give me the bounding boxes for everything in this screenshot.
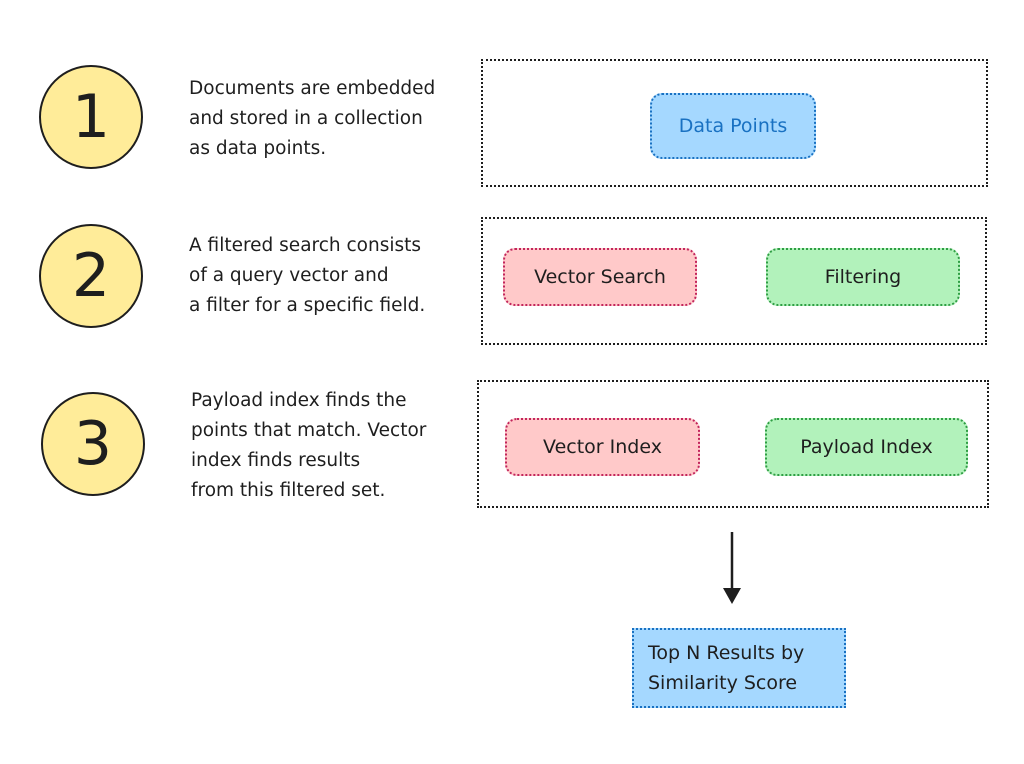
- data-points-box: Data Points: [650, 93, 816, 159]
- step-2-number: 2: [71, 241, 111, 311]
- results-line-2: Similarity Score: [648, 672, 798, 694]
- step-3-circle: 3: [41, 392, 145, 496]
- step-1-description: Documents are embedded and stored in a c…: [189, 74, 435, 164]
- step-3-number: 3: [73, 409, 113, 479]
- step-1-circle: 1: [39, 65, 143, 169]
- step-2-description: A filtered search consists of a query ve…: [189, 231, 425, 321]
- vector-index-box: Vector Index: [505, 418, 700, 476]
- step-1-line-2: and stored in a collection: [189, 108, 423, 129]
- step-3-line-2: points that match. Vector: [191, 420, 427, 441]
- step-3-line-4: from this filtered set.: [191, 480, 386, 501]
- stage-2-frame: [481, 217, 987, 345]
- vector-search-box: Vector Search: [503, 248, 697, 306]
- results-line-1: Top N Results by: [648, 642, 805, 664]
- step-2-line-1: A filtered search consists: [189, 235, 422, 256]
- step-1-line-3: as data points.: [189, 138, 327, 159]
- step-2-line-2: of a query vector and: [189, 265, 389, 286]
- step-3-description: Payload index finds the points that matc…: [191, 386, 426, 506]
- stage-1-frame: [481, 59, 988, 187]
- filtering-box: Filtering: [766, 248, 960, 306]
- step-3-line-3: index finds results: [191, 450, 361, 471]
- down-arrow: [723, 532, 741, 604]
- step-1-line-1: Documents are embedded: [189, 78, 436, 99]
- step-3-line-1: Payload index finds the: [191, 390, 407, 411]
- payload-index-box: Payload Index: [765, 418, 968, 476]
- step-2-line-3: a filter for a specific field.: [189, 295, 426, 316]
- results-box: Top N Results by Similarity Score: [632, 628, 846, 708]
- step-2-circle: 2: [39, 224, 143, 328]
- stage-3-frame: [477, 380, 989, 508]
- step-1-number: 1: [71, 82, 111, 152]
